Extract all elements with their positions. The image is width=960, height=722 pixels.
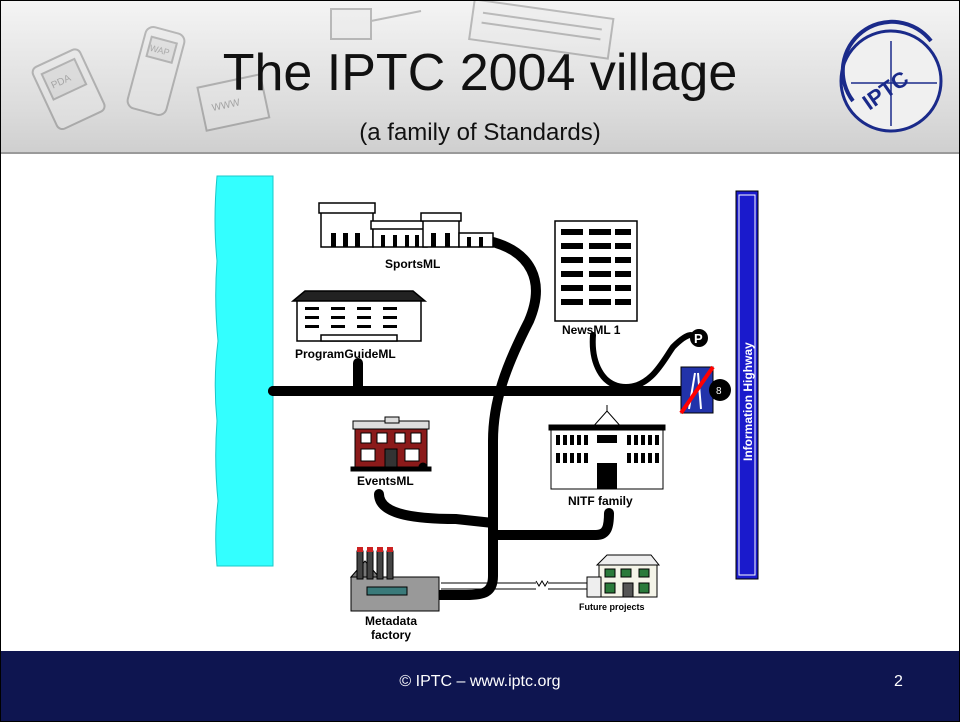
footer: © IPTC – www.iptc.org 2 (1, 651, 959, 721)
slide-title: The IPTC 2004 village (222, 44, 738, 102)
sportsml-road (434, 236, 541, 600)
satellite-icon (330, 8, 422, 40)
slide-subtitle: (a family of Standards) (359, 119, 601, 146)
nitf-road (488, 508, 614, 540)
eventsml-road (374, 489, 498, 528)
metadata-label-line2: factory (371, 628, 411, 642)
header-divider (1, 152, 959, 154)
future-link (441, 580, 601, 590)
footer-text: © IPTC – www.iptc.org (399, 673, 561, 690)
exit-number: 8 (716, 386, 722, 397)
sportsml-building (318, 202, 494, 248)
future-projects-label: Future projects (579, 602, 645, 612)
sportsml-label: SportsML (385, 257, 440, 271)
river (214, 175, 274, 567)
programguideml-building (290, 290, 428, 342)
newspaper-icon (468, 1, 615, 60)
page-number: 2 (894, 673, 903, 690)
metadata-factory-building (349, 547, 440, 612)
programguideml-label: ProgramGuideML (295, 347, 396, 361)
nitf-building (548, 405, 666, 490)
header-decor: PDA WAP WWW (31, 1, 943, 133)
web-page-icon: WWW (196, 73, 271, 132)
phone-icon: WAP (126, 26, 186, 116)
metadata-label-line1: Metadata (365, 614, 417, 628)
nitf-label: NITF family (568, 494, 633, 508)
information-highway: Information Highway (735, 190, 759, 580)
header-banner: PDA WAP WWW (1, 1, 959, 153)
eventsml-label: EventsML (357, 474, 414, 488)
pda-icon: PDA (31, 48, 106, 131)
highway-label: Information Highway (741, 342, 755, 461)
eventsml-building (350, 416, 432, 472)
roads (268, 236, 696, 600)
future-projects-building (586, 554, 661, 598)
newsml-building (554, 220, 638, 322)
newsml-road (589, 332, 694, 391)
newsml-label: NewsML 1 (562, 323, 621, 337)
parking-sign-icon: P (690, 329, 708, 347)
parking-label: P (694, 331, 703, 346)
iptc-logo: IPTC (839, 19, 943, 133)
motorway-sign-icon: 8 (679, 365, 731, 415)
